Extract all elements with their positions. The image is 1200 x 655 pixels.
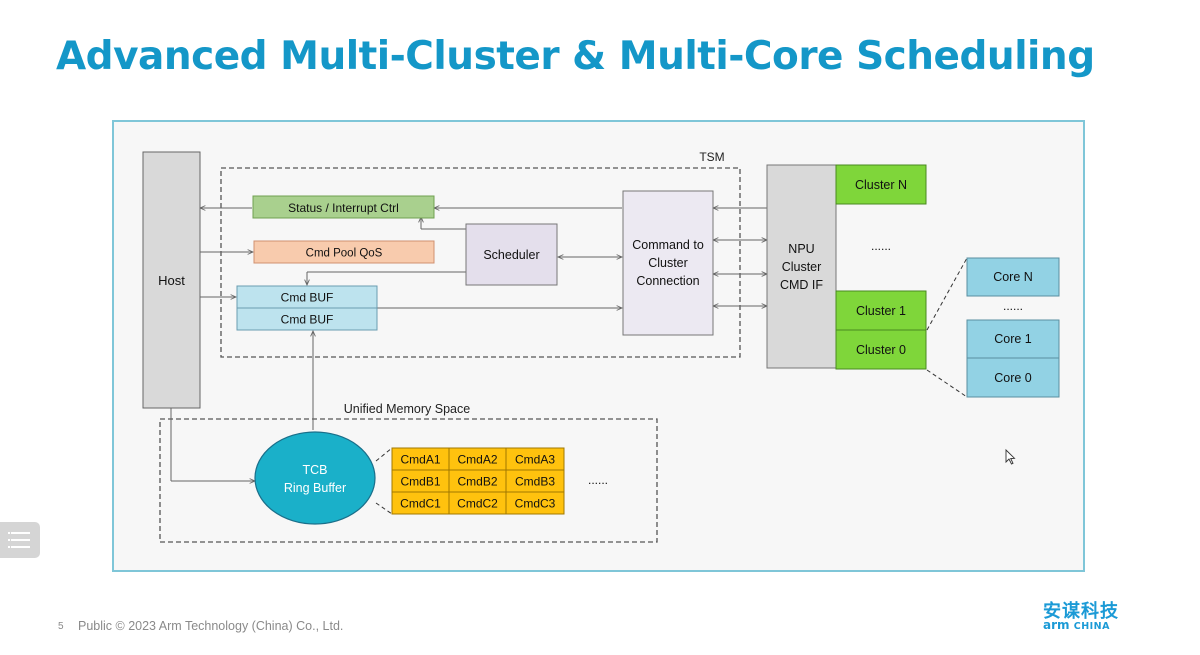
cmd-buf-label-1: Cmd BUF	[281, 291, 334, 305]
cmd-buf-box-2	[236, 307, 378, 331]
tcb-ring-buffer	[254, 431, 376, 525]
cmd-cell-a2-label: CmdA2	[457, 453, 497, 467]
unified-memory-region	[159, 418, 658, 543]
cmd-cell-c1-label: CmdC1	[400, 497, 441, 511]
cmd-cell-c2-label: CmdC2	[457, 497, 498, 511]
cluster-ellipsis: ......	[871, 239, 891, 253]
slide-title: Advanced Multi-Cluster & Multi-Core Sche…	[56, 34, 1095, 79]
zoom-lines	[375, 257, 968, 515]
cluster-0-label: Cluster 0	[856, 343, 906, 357]
tcb-label-line-2: Ring Buffer	[284, 481, 346, 495]
command-to-cluster-line-1: Command to	[632, 238, 704, 252]
status-interrupt-ctrl-label: Status / Interrupt Ctrl	[288, 201, 399, 215]
scheduler-label: Scheduler	[483, 248, 539, 262]
cluster-n-box	[835, 164, 927, 205]
status-interrupt-ctrl-box	[252, 195, 435, 219]
footer-copyright: Public © 2023 Arm Technology (China) Co.…	[78, 619, 344, 633]
connectors	[170, 208, 767, 481]
scheduler-box	[465, 223, 558, 286]
core-0-box	[966, 357, 1060, 398]
brand-china: CHINA	[1073, 621, 1110, 632]
cmd-cell-a1-label: CmdA1	[400, 453, 440, 467]
cmd-cell-c3-label: CmdC3	[515, 497, 556, 511]
brand-chinese-logo: 安谋科技	[1043, 601, 1119, 622]
cmd-grid: CmdA1 CmdA2 CmdA3 CmdB1 CmdB2 CmdB3 CmdC…	[391, 447, 565, 515]
core-n-label: Core N	[993, 270, 1033, 284]
cmd-cell-b3-label: CmdB3	[515, 475, 555, 489]
brand-arm: arm	[1043, 618, 1070, 632]
slide-menu-button[interactable]	[0, 522, 40, 558]
npu-cluster-line-3: CMD IF	[780, 278, 823, 292]
command-to-cluster-box	[622, 190, 714, 336]
npu-cluster-cmd-if-box	[766, 164, 837, 369]
cluster-1-label: Cluster 1	[856, 304, 906, 318]
unified-memory-label: Unified Memory Space	[344, 402, 470, 416]
core-1-box	[966, 319, 1060, 359]
cmd-cell-c3	[505, 491, 565, 515]
core-ellipsis: ......	[1003, 299, 1023, 313]
tsm-label: TSM	[699, 150, 724, 164]
cluster-0-box	[835, 329, 927, 370]
npu-cluster-line-2: Cluster	[782, 260, 822, 274]
cmd-cell-b2-label: CmdB2	[457, 475, 497, 489]
core-0-label: Core 0	[994, 371, 1032, 385]
cmd-pool-qos-label: Cmd Pool QoS	[306, 248, 383, 260]
cmd-cell-b1-label: CmdB1	[400, 475, 440, 489]
cluster-n-label: Cluster N	[855, 178, 907, 192]
npu-cluster-line-1: NPU	[788, 242, 814, 256]
cmd-cell-a3-label: CmdA3	[515, 453, 555, 467]
cmd-buf-label-2: Cmd BUF	[281, 313, 334, 327]
cluster-1-box	[835, 290, 927, 331]
core-1-label: Core 1	[994, 332, 1032, 346]
tsm-region	[220, 167, 741, 358]
host-label: Host	[158, 273, 185, 288]
cmd-pool-qos-box	[253, 240, 435, 264]
host-box	[142, 151, 201, 409]
tcb-label-line-1: TCB	[303, 463, 328, 477]
command-to-cluster-line-3: Connection	[636, 274, 699, 288]
core-n-box	[966, 257, 1060, 297]
brand-arm-china-logo: arm CHINA	[1043, 618, 1110, 632]
page-number: 5	[58, 621, 64, 632]
cmd-grid-ellipsis: ......	[588, 473, 608, 487]
mouse-cursor-icon	[1005, 448, 1016, 465]
command-to-cluster-line-2: Cluster	[648, 256, 688, 270]
